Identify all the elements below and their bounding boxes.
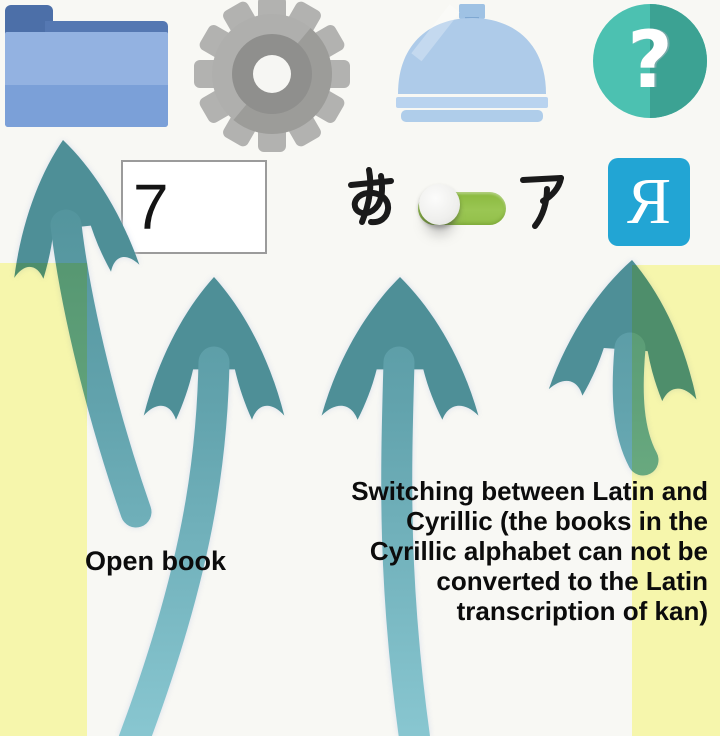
- bell-sheen: [411, 4, 460, 62]
- cyrillic-ya-glyph: Я: [626, 165, 672, 238]
- folder-front-band: [5, 85, 168, 127]
- katakana-a-glyph: [520, 175, 564, 229]
- gear-hole: [253, 55, 291, 93]
- bell-dome: [398, 18, 546, 94]
- arrow-tail-number: [118, 346, 230, 736]
- kana-toggle-knob[interactable]: [419, 184, 460, 225]
- bell-base-upper: [396, 97, 548, 108]
- arrow-tail-folder: [50, 209, 152, 528]
- bell-icon[interactable]: [396, 4, 548, 122]
- help-icon[interactable]: ?: [593, 4, 707, 118]
- bell-knob: [459, 4, 485, 19]
- switching-label: Switching between Latin and Cyrillic (th…: [351, 476, 708, 626]
- help-shaded-half: [650, 4, 707, 118]
- bell-base-lower: [401, 110, 543, 122]
- hiragana-a-glyph: [348, 167, 394, 226]
- cyrillic-toggle-button[interactable]: Я: [608, 158, 690, 246]
- open-book-label: Open book: [85, 546, 226, 576]
- question-mark-glyph: ?: [627, 16, 673, 106]
- gear-icon[interactable]: [184, 0, 360, 160]
- number-input[interactable]: 7: [121, 160, 267, 254]
- number-input-value: 7: [133, 171, 169, 243]
- arrow-tail-toggle: [381, 346, 430, 736]
- highlight-column-right: [632, 265, 720, 736]
- highlight-column-left: [0, 263, 87, 736]
- folder-icon[interactable]: [5, 5, 168, 127]
